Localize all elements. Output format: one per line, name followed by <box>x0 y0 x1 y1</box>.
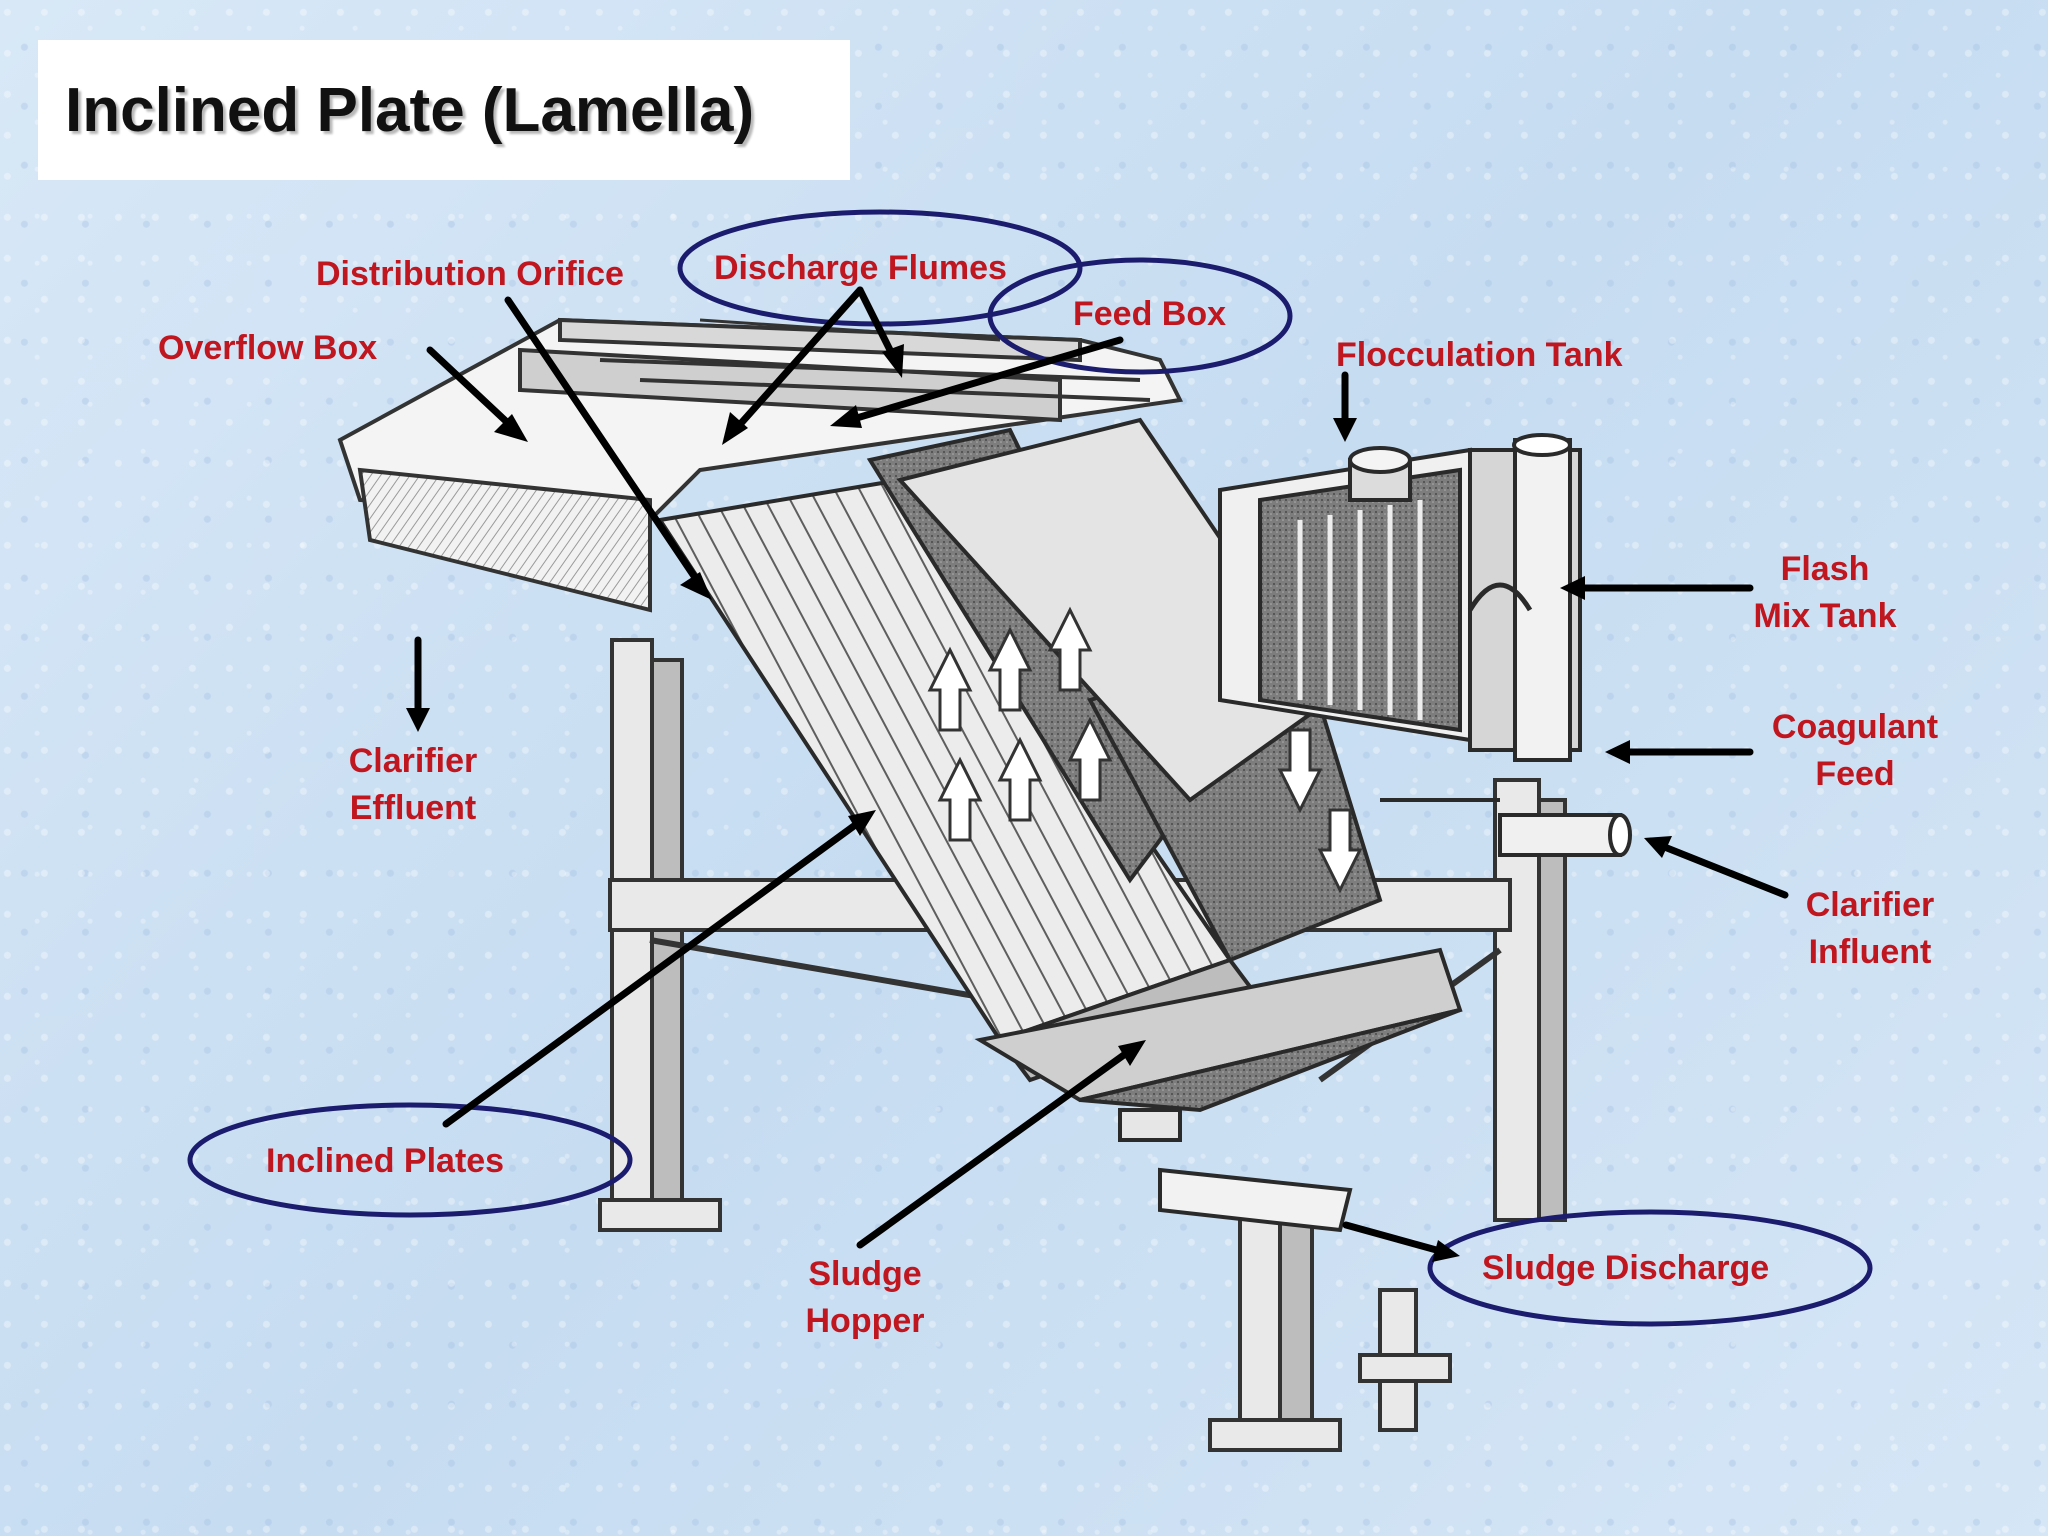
label-inclined-plates: Inclined Plates <box>266 1142 505 1180</box>
label-clarifier-effluent: Clarifier Effluent <box>348 742 478 827</box>
inclined-plates-ellipse <box>187 1102 633 1218</box>
sludge-hopper <box>974 947 1463 1233</box>
annotation-arrows <box>406 286 1789 1262</box>
label-flash-mix-tank: Flash Mix Tank <box>1753 550 1897 635</box>
flash-mix-tank <box>1467 433 1582 762</box>
label-clarifier-influent: Clarifier Influent <box>1805 886 1935 971</box>
label-distribution-orifice: Distribution Orifice <box>316 255 624 293</box>
feed-box-ellipse <box>987 257 1293 375</box>
label-sludge-hopper: Sludge Hopper <box>805 1255 925 1340</box>
highlight-ellipses <box>187 209 1873 1327</box>
label-feed-box: Feed Box <box>1073 295 1227 333</box>
label-flocculation-tank: Flocculation Tank <box>1336 336 1623 374</box>
flocculation-tank <box>1218 446 1472 743</box>
label-sludge-discharge: Sludge Discharge <box>1482 1249 1770 1287</box>
influent-pipe <box>1380 798 1632 857</box>
sludge-discharge-ellipse <box>1427 1209 1873 1327</box>
label-discharge-flumes: Discharge Flumes <box>714 249 1007 287</box>
label-overflow-box: Overflow Box <box>158 329 378 367</box>
inclined-plate-pack <box>656 417 1383 1083</box>
page-title: Inclined Plate (Lamella) <box>65 75 755 145</box>
flow-arrows <box>927 606 1363 894</box>
title-box: Inclined Plate (Lamella) <box>38 40 850 180</box>
label-coagulant-feed: Coagulant Feed <box>1771 708 1939 793</box>
